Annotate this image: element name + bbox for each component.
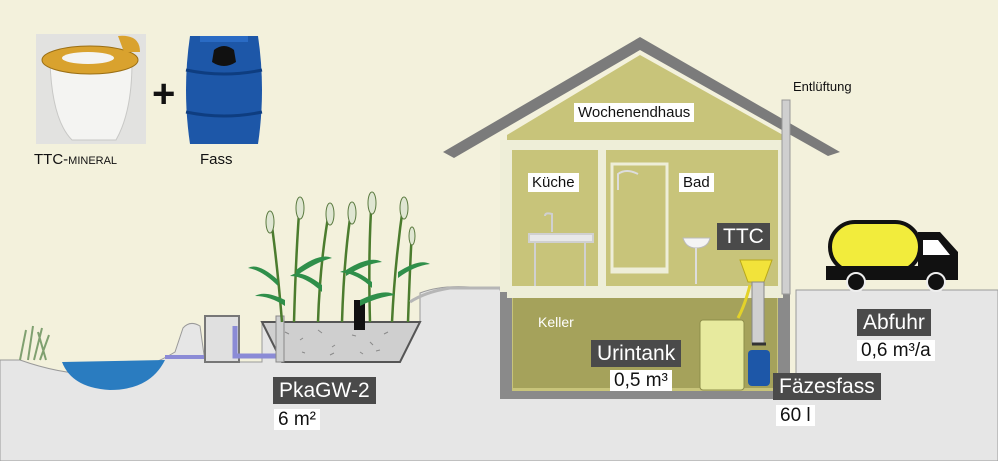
- distribution-pipe-dark: [354, 300, 365, 330]
- reed-plants: [268, 194, 414, 323]
- urintank-volume: 0,5 m³: [610, 370, 672, 391]
- shower-cabin: [610, 162, 669, 274]
- ttc-mineral-smallcaps: MINERAL: [68, 155, 118, 167]
- reeds-pond: [19, 325, 50, 361]
- barrel-photo: [185, 36, 263, 144]
- truck: [826, 220, 958, 292]
- keller-label: Keller: [538, 314, 574, 330]
- soil-filter-bed: [260, 321, 422, 363]
- pkagw-label: PkaGW-2: [273, 377, 376, 404]
- ttc-mineral-prefix: TTC-: [34, 151, 69, 168]
- urintank-label: Urintank: [591, 340, 682, 367]
- plus-sign: +: [152, 72, 176, 116]
- ttc-label: TTC: [717, 223, 770, 250]
- wochenendhaus-label: Wochenendhaus: [574, 103, 695, 122]
- kitchen-sink: [528, 212, 594, 286]
- feces-barrel: [748, 350, 770, 386]
- greywater-pipe: [409, 286, 500, 304]
- entlueftung-label: Entlüftung: [793, 79, 852, 94]
- bad-label: Bad: [679, 173, 714, 192]
- abfuhr-volume: 0,6 m³/a: [857, 340, 935, 361]
- pkagw-area: 6 m²: [274, 409, 320, 430]
- fass-label: Fass: [200, 151, 233, 168]
- pond: [62, 360, 165, 390]
- faezesfass-volume: 60 l: [776, 405, 815, 426]
- faezesfass-label: Fäzesfass: [773, 373, 881, 400]
- urine-tank: [699, 319, 745, 391]
- abfuhr-label: Abfuhr: [857, 309, 931, 336]
- kueche-label: Küche: [528, 173, 579, 192]
- ventilation-pipe: [781, 99, 791, 295]
- toilet-photo: [36, 34, 146, 144]
- ttc-mineral-label: TTC-MINERAL: [34, 152, 117, 167]
